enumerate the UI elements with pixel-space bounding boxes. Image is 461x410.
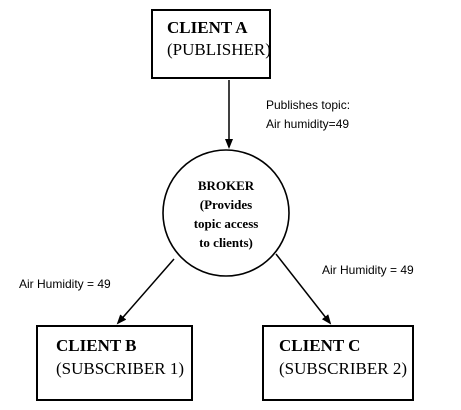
broker-to-client-c-arrow xyxy=(275,253,332,325)
client-c-edge-label: Air Humidity = 49 xyxy=(322,263,414,277)
broker-to-client-b-arrow xyxy=(116,258,175,325)
client-c-subtitle: (SUBSCRIBER 2) xyxy=(279,359,407,378)
broker-label: BROKER (Provides topic access to clients… xyxy=(162,176,290,252)
client-a-node: CLIENT A (PUBLISHER) xyxy=(151,9,271,79)
client-a-subtitle: (PUBLISHER) xyxy=(167,40,271,59)
client-c-node: CLIENT C (SUBSCRIBER 2) xyxy=(262,325,414,401)
publish-label-line-2: Air humidity=49 xyxy=(266,117,350,131)
broker-description-line-3: to clients) xyxy=(199,235,253,250)
broker-title: BROKER xyxy=(197,178,255,193)
broker-description-line-1: (Provides xyxy=(199,197,253,212)
broker-description-line-2: topic access xyxy=(193,216,259,231)
broker-node xyxy=(162,149,290,277)
client-b-title: CLIENT B xyxy=(56,336,137,355)
client-b-node: CLIENT B (SUBSCRIBER 1) xyxy=(36,325,193,401)
client-a-title: CLIENT A xyxy=(167,18,248,37)
publish-label: Publishes topic: Air humidity=49 xyxy=(266,96,350,134)
client-b-edge-label: Air Humidity = 49 xyxy=(19,277,111,291)
publish-label-line-1: Publishes topic: xyxy=(266,98,351,112)
client-b-subtitle: (SUBSCRIBER 1) xyxy=(56,359,184,378)
client-c-title: CLIENT C xyxy=(279,336,361,355)
